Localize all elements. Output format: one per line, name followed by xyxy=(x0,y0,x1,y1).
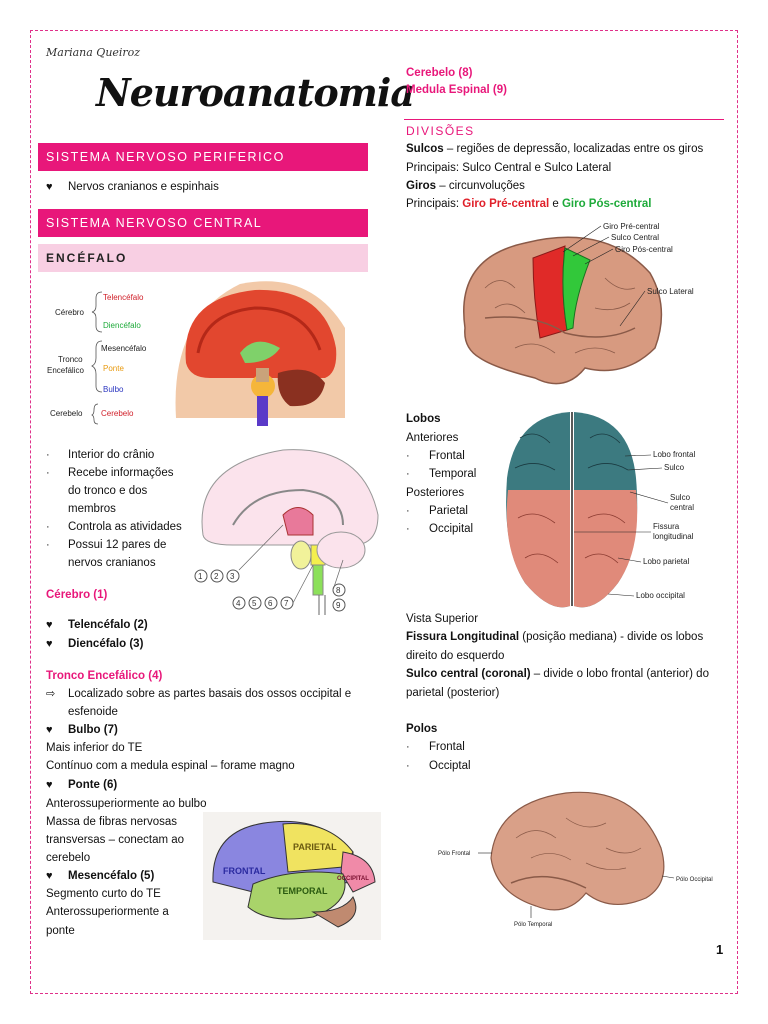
label-sulco-lateral: Sulco Lateral xyxy=(647,287,694,296)
label-sulco-central-1: Sulco xyxy=(670,493,691,502)
telencefalo-item: Telencéfalo (2) xyxy=(68,619,148,631)
mesencefalo-item: Mesencéfalo (5) xyxy=(68,870,155,882)
list-item: Recebe informações xyxy=(68,467,174,479)
label-tronco-2: Encefálico xyxy=(47,366,84,375)
cerebro-heading: Cérebro (1) xyxy=(46,589,108,601)
label-sulco: Sulco xyxy=(664,463,685,472)
cerebrum-shape xyxy=(185,289,337,378)
label-fissura-2: longitudinal xyxy=(653,532,694,541)
bulbo-item: Bulbo (7) xyxy=(68,724,118,736)
brain-poles-figure: Pólo Frontal Pólo Occipital Pólo Tempora… xyxy=(438,791,713,928)
divisoes-heading: DIVISÕES xyxy=(406,124,475,138)
snc-section-bar: SISTEMA NERVOSO CENTRAL xyxy=(38,209,368,237)
brain-sagittal-figure: Cérebro Telencéfalo Diencéfalo Tronco En… xyxy=(47,281,345,426)
tronco-heading: Tronco Encefálico (4) xyxy=(46,670,163,682)
list-item: do tronco e dos xyxy=(68,485,148,497)
diencefalo-item: Diencéfalo (3) xyxy=(68,638,144,650)
polos-heading: Polos xyxy=(406,723,438,735)
snp-item: Nervos cranianos e espinhais xyxy=(68,181,219,193)
brain-lobes-figure: FRONTAL PARIETAL TEMPORAL OCCIPITAL xyxy=(203,812,381,940)
encefalo-section-bar: ENCÉFALO xyxy=(38,244,368,272)
ponte-item: Ponte (6) xyxy=(68,779,118,791)
num-8: 8 xyxy=(336,586,341,595)
brain-superior-figure: Lobo frontal Sulco Sulco central Fissura… xyxy=(506,412,695,608)
label-occipital: OCCIPITAL xyxy=(337,876,369,882)
cerebellum-shape xyxy=(277,369,325,407)
label-tronco-1: Tronco xyxy=(58,355,83,364)
diencephalon-shape xyxy=(240,341,280,363)
num-9: 9 xyxy=(336,601,341,610)
label-giro-pos: Giro Pós-central xyxy=(615,245,673,254)
page-title: Neuroanatomia xyxy=(96,70,415,115)
label-bulbo: Bulbo xyxy=(103,385,124,394)
num-7: 7 xyxy=(284,599,289,608)
sulco-central-line: Sulco central (coronal) – divide o lobo … xyxy=(406,668,709,680)
label-polo-occipital: Pólo Occipital xyxy=(676,877,713,883)
list-item: Interior do crânio xyxy=(68,449,155,461)
list-item: Possui 12 pares de xyxy=(68,539,167,551)
label-fissura-1: Fissura xyxy=(653,522,680,531)
label-polo-temporal: Pólo Temporal xyxy=(514,922,552,928)
label-sulco-central-2: central xyxy=(670,503,694,512)
label-frontal: FRONTAL xyxy=(223,866,266,876)
num-2: 2 xyxy=(214,572,219,581)
num-3: 3 xyxy=(230,572,235,581)
heart-bullet-icon: ♥ xyxy=(46,181,53,193)
page-border xyxy=(30,30,738,994)
label-lobo-frontal: Lobo frontal xyxy=(653,450,695,459)
label-telencefalo: Telencéfalo xyxy=(103,293,144,302)
label-cerebro: Cérebro xyxy=(55,308,84,317)
label-diencefalo: Diencéfalo xyxy=(103,321,141,330)
label-lobo-occipital: Lobo occipital xyxy=(636,591,685,600)
label-sulco-central: Sulco Central xyxy=(611,233,659,242)
num-6: 6 xyxy=(268,599,273,608)
num-1: 1 xyxy=(198,572,203,581)
page-number: 1 xyxy=(716,942,724,957)
cerebelo-heading: Cerebelo (8) xyxy=(406,67,473,79)
label-cerebelo-right: Cerebelo xyxy=(101,409,134,418)
divider-line xyxy=(404,119,724,120)
fissura-line: Fissura Longitudinal (posição mediana) -… xyxy=(406,631,704,643)
list-item: membros xyxy=(68,503,116,515)
num-5: 5 xyxy=(252,599,257,608)
medula-heading: Medula Espinal (9) xyxy=(406,84,507,96)
label-cerebelo-left: Cerebelo xyxy=(50,409,83,418)
medulla-shape xyxy=(257,396,268,426)
num-4: 4 xyxy=(236,599,241,608)
arrow-icon: ⇨ xyxy=(46,688,56,700)
label-polo-frontal: Pólo Frontal xyxy=(438,851,470,857)
label-giro-pre: Giro Pré-central xyxy=(603,222,660,231)
snp-section-bar: SISTEMA NERVOSO PERIFERICO xyxy=(38,143,368,171)
label-temporal: TEMPORAL xyxy=(277,886,328,896)
label-parietal: PARIETAL xyxy=(293,842,337,852)
lobos-heading: Lobos xyxy=(406,413,441,425)
list-item: nervos cranianos xyxy=(68,557,156,569)
brain-numbered-figure: 1 2 3 4 5 6 7 8 9 xyxy=(194,449,379,615)
label-lobo-parietal: Lobo parietal xyxy=(643,557,689,566)
giros-line: Giros – circunvoluções xyxy=(406,180,525,192)
brain-gyri-figure: Giro Pré-central Sulco Central Giro Pós-… xyxy=(463,222,694,385)
label-mesencefalo: Mesencéfalo xyxy=(101,344,147,353)
author-name: Mariana Queiroz xyxy=(46,46,141,59)
label-ponte: Ponte xyxy=(103,364,124,373)
sulcos-line: Sulcos – regiões de depressão, localizad… xyxy=(406,143,704,155)
giros-principais-line: Principais: Giro Pré-central e Giro Pós-… xyxy=(406,198,652,210)
list-item: Controla as atividades xyxy=(68,521,182,533)
